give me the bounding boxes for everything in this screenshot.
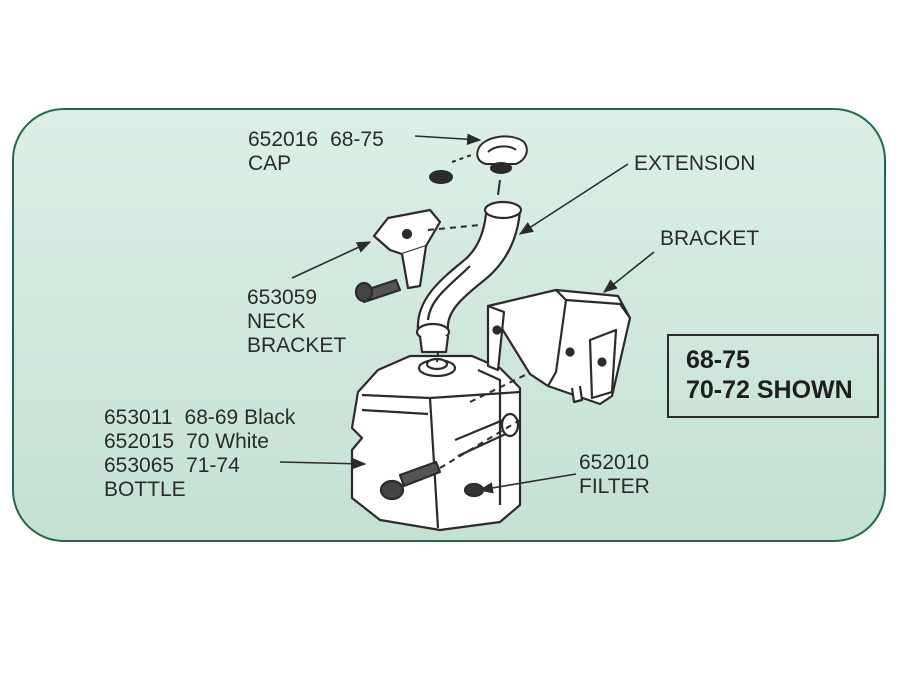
bracket-part <box>486 288 632 406</box>
bottle-part-number: 653065 <box>104 454 175 477</box>
bottle-name: BOTTLE <box>104 478 186 501</box>
bottle-desc: 71-74 <box>186 454 240 477</box>
bottle-desc: 70 White <box>186 430 269 453</box>
bottle-part <box>350 354 522 532</box>
neck-bracket-name-line2: BRACKET <box>247 334 347 357</box>
cap-part-number: 652016 <box>248 128 319 151</box>
years-note-line2: 70-72 SHOWN <box>686 376 853 404</box>
cap-name: CAP <box>248 152 292 175</box>
cap-label: 652016 68-75 CAP <box>248 128 384 176</box>
filter-name: FILTER <box>579 475 650 498</box>
extension-part <box>415 200 523 354</box>
cap-years: 68-75 <box>330 128 384 151</box>
filter-label: 652010 FILTER <box>579 451 650 499</box>
years-note-box: 68-75 70-72 SHOWN <box>667 334 879 418</box>
extension-label: EXTENSION <box>634 152 756 175</box>
bracket-label: BRACKET <box>660 227 760 250</box>
filter-part-number: 652010 <box>579 451 650 474</box>
neck-bracket-name-line1: NECK <box>247 310 306 333</box>
cap-part <box>429 135 528 184</box>
bottle-row: 653065 71-74 <box>104 454 295 478</box>
bottle-part-number: 652015 <box>104 430 175 453</box>
neck-bracket-part-number: 653059 <box>247 286 318 309</box>
years-note-line1: 68-75 <box>686 346 750 374</box>
bottle-part-number: 653011 <box>104 406 173 429</box>
bottle-row: 652015 70 White <box>104 430 295 454</box>
bottle-row: 653011 68-69 Black <box>104 406 295 430</box>
bottle-label: 653011 68-69 Black 652015 70 White 653065 7… <box>104 406 295 502</box>
bottle-desc: 68-69 Black <box>184 406 296 429</box>
neck-bracket-label: 653059 NECK BRACKET <box>247 286 346 358</box>
neck-bracket-part <box>354 208 442 304</box>
